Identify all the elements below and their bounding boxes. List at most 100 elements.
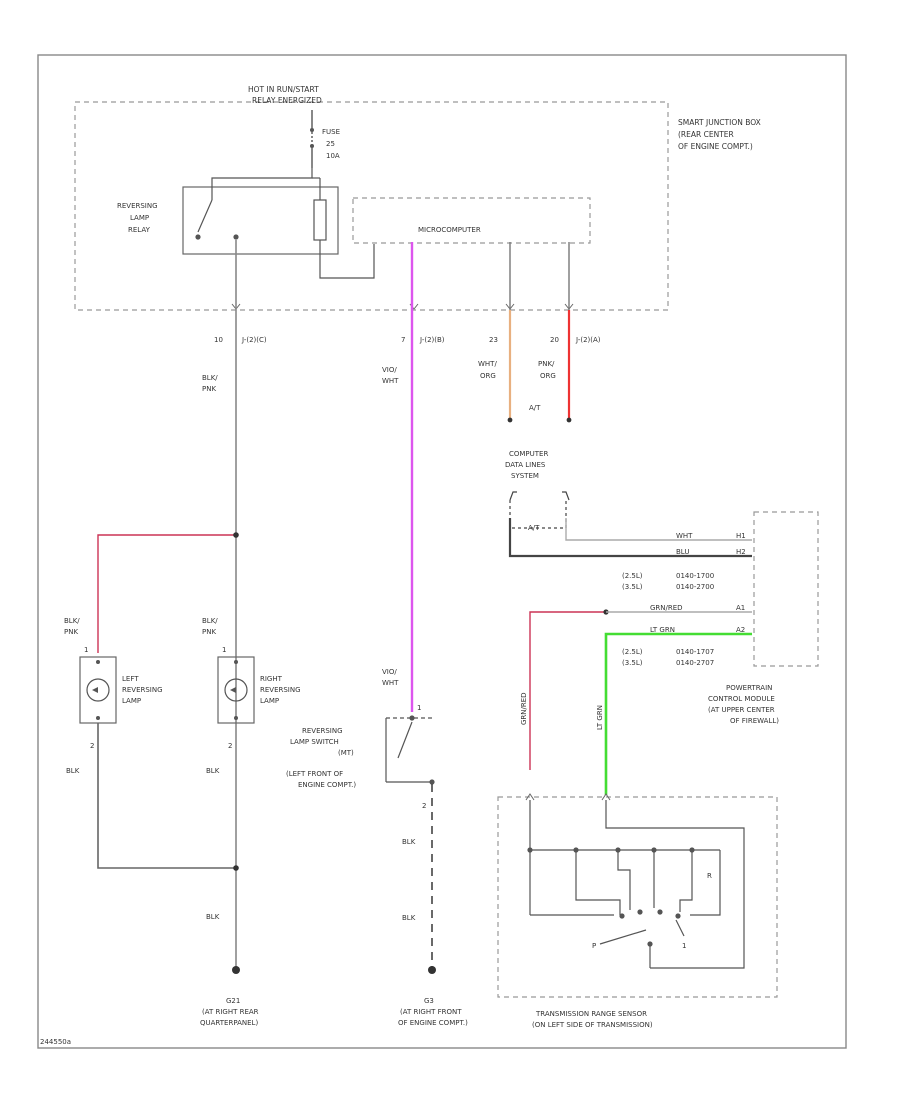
ground2-label: G3 <box>424 997 434 1005</box>
pin-23: 23 <box>489 336 498 344</box>
ground1-label: G21 <box>226 997 240 1005</box>
right-lamp-bulb-icon <box>224 678 248 702</box>
trs-label: TRANSMISSION RANGE SENSOR <box>535 1010 647 1018</box>
ground-g21-icon <box>232 966 240 974</box>
wire-label-wht: WHT <box>676 532 693 540</box>
pin-7-connector: J-(2)(B) <box>419 336 445 344</box>
right-lamp-blk-label: BLK <box>206 767 220 775</box>
trs-pos-p: P <box>592 942 596 950</box>
wire-label-wht-org: WHT/ <box>478 360 497 368</box>
right-lamp-label: RIGHT <box>260 675 283 683</box>
junction-box-label: SMART JUNCTION BOX <box>678 118 761 127</box>
left-lamp-label-3: LAMP <box>122 697 141 705</box>
pcm-conn-bot-1b: 0140-1707 <box>676 648 714 656</box>
right-lamp-wire-label-2: PNK <box>202 628 216 636</box>
computer-data-label-3: SYSTEM <box>511 472 539 480</box>
diagram-frame <box>37 54 847 1049</box>
trs-internal-switch <box>527 800 745 969</box>
fuse-number: 25 <box>326 140 335 148</box>
switch-label-5: ENGINE COMPT.) <box>298 781 356 789</box>
relay-coil-icon <box>312 177 375 279</box>
trs-connector-pins <box>525 793 611 801</box>
switch-label-2: LAMP SWITCH <box>290 738 339 746</box>
junction-box-label-3: OF ENGINE COMPT.) <box>678 142 753 151</box>
wire-label-blu: BLU <box>676 548 689 556</box>
wire-label-lt-grn: LT GRN <box>650 626 675 634</box>
ground2-label-3: OF ENGINE COMPT.) <box>398 1019 468 1027</box>
wire-label-blk-pnk: BLK/ <box>202 374 218 382</box>
pcm-label-3: (AT UPPER CENTER <box>708 706 775 714</box>
wire-label-wht-org-2: ORG <box>480 372 496 380</box>
wht-org-terminal <box>507 417 513 423</box>
power-source-label-2: RELAY ENERGIZED <box>252 96 322 105</box>
wire-label-vio-wht: VIO/ <box>382 366 397 374</box>
right-lamp-label-3: LAMP <box>260 697 279 705</box>
switch-blk-label-2: BLK <box>402 914 416 922</box>
pcm-pin-a2: A2 <box>736 626 745 634</box>
pin-7: 7 <box>401 336 405 344</box>
switch-label-4: (LEFT FRONT OF <box>286 770 343 778</box>
junction-box-outline <box>74 101 669 311</box>
wire-label-pnk-org-2: ORG <box>540 372 556 380</box>
pcm-conn-top-2: (3.5L) <box>622 583 643 591</box>
wire-left-lamp-ground <box>97 723 236 869</box>
left-reversing-lamp <box>79 656 117 724</box>
pin-20: 20 <box>550 336 559 344</box>
fuse-icon <box>310 110 314 168</box>
ground2-label-2: (AT RIGHT FRONT <box>400 1008 462 1016</box>
pcm-pin-h2: H2 <box>736 548 746 556</box>
wire-label-at-upper: A/T <box>529 404 541 412</box>
junction-box-label-2: (REAR CENTER <box>678 130 734 139</box>
wire-wht-to-pcm <box>565 518 752 541</box>
right-lamp-wire-label: BLK/ <box>202 617 218 625</box>
relay-label: REVERSING <box>117 202 158 210</box>
pcm-conn-bot-2b: 0140-2707 <box>676 659 714 667</box>
left-lamp-pin-bot: 2 <box>90 742 94 750</box>
trs-pos-r: 1 <box>682 942 686 950</box>
trs-label-2: (ON LEFT SIDE OF TRANSMISSION) <box>532 1021 653 1029</box>
left-lamp-label: LEFT <box>122 675 139 683</box>
power-source-label: HOT IN RUN/START <box>248 85 319 94</box>
pcm-conn-top-1: (2.5L) <box>622 572 643 580</box>
figure-code: 244550a <box>40 1038 71 1046</box>
pcm-label-4: OF FIREWALL) <box>730 717 779 725</box>
wire-lt-grn <box>604 632 752 795</box>
switch-blk-label: BLK <box>402 838 416 846</box>
switch-pin-top: 1 <box>417 704 421 712</box>
wire-label-lt-grn-vertical: LT GRN <box>596 705 604 730</box>
pcm-label: POWERTRAIN <box>726 684 772 692</box>
wire-pink-left-lamp <box>97 534 236 653</box>
left-lamp-wire-label-2: PNK <box>64 628 78 636</box>
right-lamp-pin-bot: 2 <box>228 742 232 750</box>
pin-20-connector: J-(2)(A) <box>575 336 601 344</box>
trs-pos-1: R <box>707 872 712 880</box>
pcm-conn-bot-1: (2.5L) <box>622 648 643 656</box>
pcm-box <box>753 511 819 667</box>
right-lamp-label-2: REVERSING <box>260 686 301 694</box>
computer-data-lines-box <box>509 491 570 501</box>
wire-blu-to-pcm <box>508 518 752 558</box>
relay-label-3: RELAY <box>128 226 151 234</box>
ground-g3-icon <box>428 966 436 974</box>
reversing-lamp-relay <box>182 186 339 255</box>
pin-10-connector: J-(2)(C) <box>241 336 267 344</box>
left-lamp-bulb-icon <box>86 678 110 702</box>
wire-label-grn-red: GRN/RED <box>650 604 683 612</box>
wire-label-blk-pnk-2: PNK <box>202 385 216 393</box>
trs-box <box>497 796 778 998</box>
wire-label-vio-wht-lower: VIO/ <box>382 668 397 676</box>
wire-label-at-lower: A/T <box>528 524 540 532</box>
pcm-pin-a1: A1 <box>736 604 745 612</box>
wire-label-vio-wht-2: WHT <box>382 377 399 385</box>
microcomputer-box <box>352 197 591 244</box>
left-lamp-blk-label: BLK <box>66 767 80 775</box>
left-lamp-wire-label: BLK/ <box>64 617 80 625</box>
switch-label-3: (MT) <box>338 749 354 757</box>
ground1-blk-label: BLK <box>206 913 220 921</box>
junction-box-pins <box>231 303 574 310</box>
right-reversing-lamp <box>217 656 255 724</box>
reversing-lamp-switch <box>385 715 435 785</box>
computer-data-loop-dashed <box>509 500 567 529</box>
splice-upper <box>233 532 239 538</box>
